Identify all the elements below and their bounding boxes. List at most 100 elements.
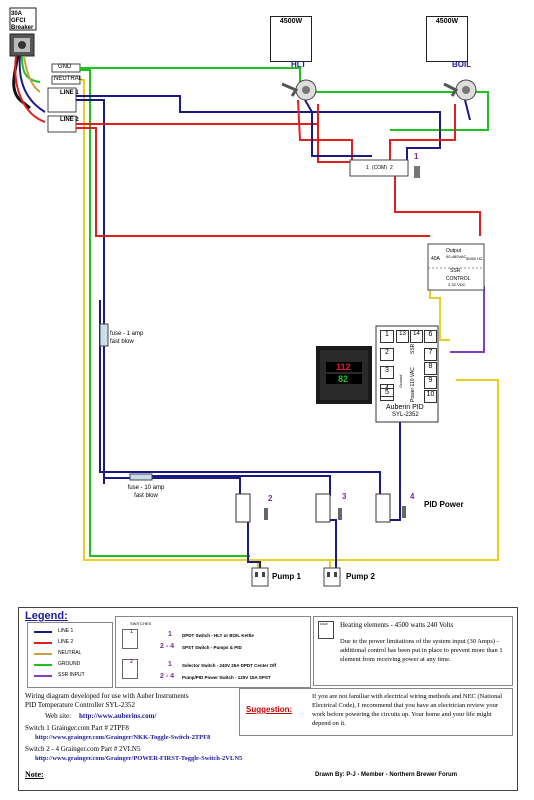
wire-ground-name: GROUND xyxy=(58,661,81,667)
pump-2-label: Pump 2 xyxy=(346,572,375,581)
switch-2-body xyxy=(235,493,268,523)
website-label: Web site: xyxy=(45,712,72,720)
pid-terminal: 2 xyxy=(380,348,394,361)
pid-power-label: Power 110 VAC xyxy=(410,367,416,402)
note-1-text: DPDT Switch - HLT or BOIL Kettle xyxy=(182,633,254,638)
fuse-10-label: fuse - 10 amp fast blow xyxy=(127,485,165,499)
wiring-line-1: Wiring diagram developed for use with Au… xyxy=(25,692,189,700)
terminal-line1 xyxy=(47,87,77,113)
ssr-box xyxy=(427,243,485,291)
wire-line2-name: LINE 2 xyxy=(58,639,74,645)
wire-line1-name: LINE 1 xyxy=(58,628,74,634)
pid-terminal: 5 xyxy=(380,388,394,401)
ssr-range: 90-480VAC xyxy=(446,254,467,259)
fuse-10-icon xyxy=(129,473,153,481)
ssr-output: Output xyxy=(446,248,462,254)
suggestion-box: Suggestion: If you are not familiar with… xyxy=(239,688,513,736)
legend-panel: Legend: LINE 1 LINE 2 NEUTRAL GROUND SSR… xyxy=(18,607,518,791)
pid-terminal: 9 xyxy=(424,376,437,389)
ssr-vdc: 3-32 VDC xyxy=(448,282,466,287)
switch-1-pos1: 1 xyxy=(366,165,369,171)
neutral-label: NEUTRAL xyxy=(54,76,83,82)
boil-watts: 4500W xyxy=(435,18,459,25)
switch-24-part: Switch 2 - 4 Grainger.com Part # 2VLN5 xyxy=(25,745,141,753)
pid-name: Auberin PID xyxy=(386,404,424,411)
pid-terminal: 14 xyxy=(410,330,423,343)
switch-4-body xyxy=(375,493,406,523)
hlt-outlet-icon xyxy=(281,79,317,101)
wire-ssr-swatch xyxy=(34,675,52,677)
gnd-label: GND xyxy=(58,64,72,70)
switch-1-legend-icon xyxy=(122,629,138,649)
pid-model: SYL-2352 xyxy=(392,412,419,418)
switch-legend-box: SWITCHES 1 2 1 DPDT Switch - HLT or BOIL… xyxy=(115,616,311,688)
pump-1-outlet-icon xyxy=(251,567,269,587)
switch-1-part: Switch 1 Grainger.com Part # 2TPF8 xyxy=(25,724,129,732)
switch-1-body xyxy=(349,159,409,177)
switch-3-body xyxy=(315,493,342,523)
heating-text: Due to the power limitations of the syst… xyxy=(340,638,503,663)
ssr-amps: 40A xyxy=(431,256,440,262)
website-link[interactable]: http://www.auberins.com/ xyxy=(79,712,157,720)
legend-title: Legend: xyxy=(25,610,68,622)
note-3-num: 1 xyxy=(168,661,172,668)
pid-display-pv: 112 xyxy=(336,362,351,372)
note-1-num: 1 xyxy=(168,631,172,638)
hlt-watts: 4500W xyxy=(279,18,303,25)
wire-ground-swatch xyxy=(34,664,52,666)
switch-1-pos2: 2 xyxy=(390,165,393,171)
note-2-num: 2 - 4 xyxy=(160,643,175,650)
note-2-text: SPST Switch - Pumps & PID xyxy=(182,645,242,650)
switch-1-num: 1 xyxy=(414,152,419,161)
wire-line1-swatch xyxy=(34,631,52,633)
ssr-control: CONTROL xyxy=(446,276,471,282)
boil-label: BOIL xyxy=(452,60,472,69)
pid-terminal: 3 xyxy=(380,366,394,379)
boil-heater-box: 4500W xyxy=(426,16,468,62)
note-label: Note: xyxy=(25,770,44,779)
wire-ssr-name: SSR INPUT xyxy=(58,672,85,678)
heating-title: Heating elements - 4500 watts 240 Volts xyxy=(340,621,454,629)
pid-terminal: 8 xyxy=(424,362,437,375)
switch-24-url[interactable]: http://www.grainger.com/Grainger/POWER-F… xyxy=(35,755,243,762)
heating-icon-label: 10kW xyxy=(320,622,328,626)
pump-2-outlet-icon xyxy=(323,567,341,587)
wire-neutral-name: NEUTRAL xyxy=(58,650,82,656)
wire-legend-box: LINE 1 LINE 2 NEUTRAL GROUND SSR INPUT xyxy=(27,622,113,688)
ssr-hz: 50/60 HZ xyxy=(466,256,483,261)
heating-element-icon: 10kW xyxy=(318,621,334,639)
pid-ssr-label: SSR xyxy=(410,343,416,354)
pid-display-sv: 82 xyxy=(338,374,349,384)
hlt-label: HLT xyxy=(291,60,306,69)
pid-ground-label: Ground xyxy=(398,374,403,388)
switch-2-num: 2 xyxy=(268,494,273,503)
switch-4-num: 4 xyxy=(410,492,415,501)
boil-outlet-icon xyxy=(443,79,477,101)
switch-3-num: 3 xyxy=(342,492,347,501)
wiring-diagram: 30A GFCI Breaker 4500W 4500W HLT BOIL GN… xyxy=(9,7,499,587)
drawn-by: Drawn By: P-J - Member - Northern Brewer… xyxy=(315,772,458,778)
wire-neutral-swatch xyxy=(34,653,52,655)
pid-terminal: 13 xyxy=(396,330,409,343)
pid-terminal: 10 xyxy=(424,390,437,403)
pid-terminal: 6 xyxy=(424,330,437,343)
line1-label: LINE 1 xyxy=(60,90,79,96)
legend-icon-num-1: 1 xyxy=(130,629,133,635)
breaker-box xyxy=(9,7,37,31)
note-3-text: Selector Switch - 240V 25A DPDT Center O… xyxy=(182,663,277,668)
wiring-line-2: PID Temperature Controller SYL-2352 xyxy=(25,701,135,709)
pid-power-switch-label: PID Power xyxy=(424,500,464,509)
line2-label: LINE 2 xyxy=(60,117,79,123)
wiring-svg xyxy=(9,7,499,587)
heating-note-box: 10kW Heating elements - 4500 watts 240 V… xyxy=(313,616,513,686)
suggestion-text: If you are not familiar with electrical … xyxy=(312,693,503,727)
pump-1-label: Pump 1 xyxy=(272,572,301,581)
switch-1-com: (COM) xyxy=(372,165,387,171)
ssr-name: SSR xyxy=(450,268,461,274)
pid-terminal: 7 xyxy=(424,348,437,361)
hlt-heater-box: 4500W xyxy=(270,16,312,62)
switch-1-url[interactable]: http://www.grainger.com/Grainger/NKK-Tog… xyxy=(35,734,211,741)
breaker-label: 30A GFCI Breaker xyxy=(11,11,34,31)
pid-terminal: 1 xyxy=(380,330,394,343)
switch-1-toggle-icon xyxy=(414,166,420,178)
